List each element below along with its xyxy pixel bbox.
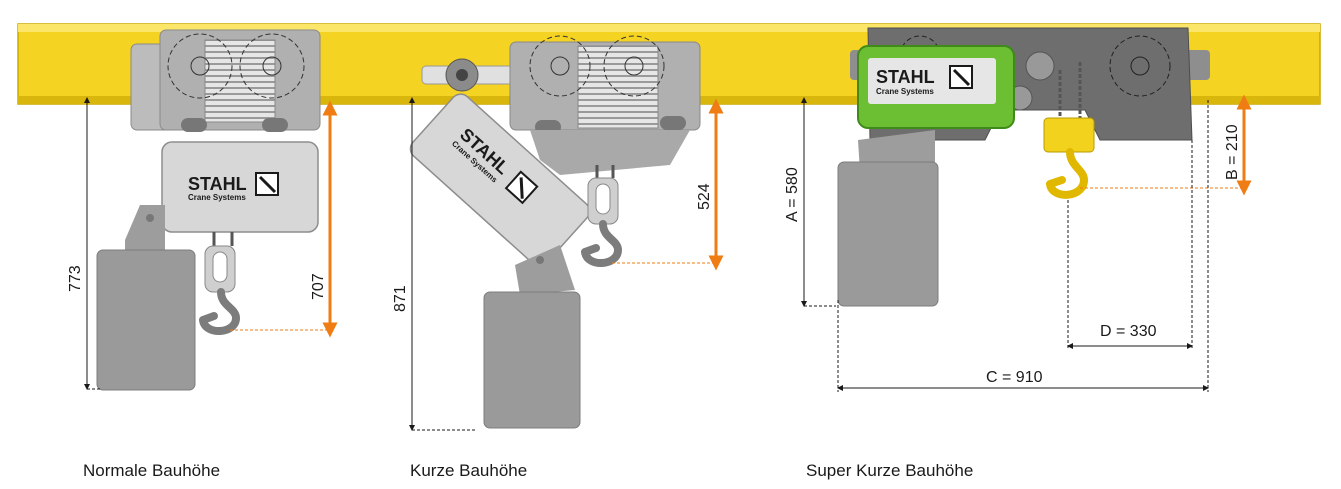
dim-b: B = 210 (1224, 124, 1241, 180)
hoist-normal: STAHL Crane Systems 773 707 (67, 29, 338, 391)
dim-a: A = 580 (784, 167, 801, 222)
dim-707: 707 (310, 273, 327, 300)
svg-text:Crane Systems: Crane Systems (188, 193, 246, 202)
svg-text:Crane Systems: Crane Systems (876, 87, 934, 96)
hoist-short: STAHL Crane Systems 871 524 (392, 35, 724, 431)
dim-d: D = 330 (1100, 323, 1157, 340)
caption-normal: Normale Bauhöhe (83, 461, 220, 480)
dim-871: 871 (392, 285, 409, 312)
caption-kurz: Kurze Bauhöhe (410, 461, 527, 480)
svg-text:STAHL: STAHL (188, 174, 247, 194)
caption-superkurz: Super Kurze Bauhöhe (806, 461, 973, 480)
dim-524: 524 (696, 183, 713, 210)
svg-text:STAHL: STAHL (876, 67, 935, 87)
hoist-super-short: STAHL Crane Systems A = 580 B = 210 D = … (784, 27, 1252, 392)
dim-c: C = 910 (986, 369, 1043, 386)
dim-773: 773 (67, 265, 84, 292)
stahl-logo: STAHL Crane Systems (876, 65, 973, 96)
stahl-logo: STAHL Crane Systems (188, 172, 279, 202)
